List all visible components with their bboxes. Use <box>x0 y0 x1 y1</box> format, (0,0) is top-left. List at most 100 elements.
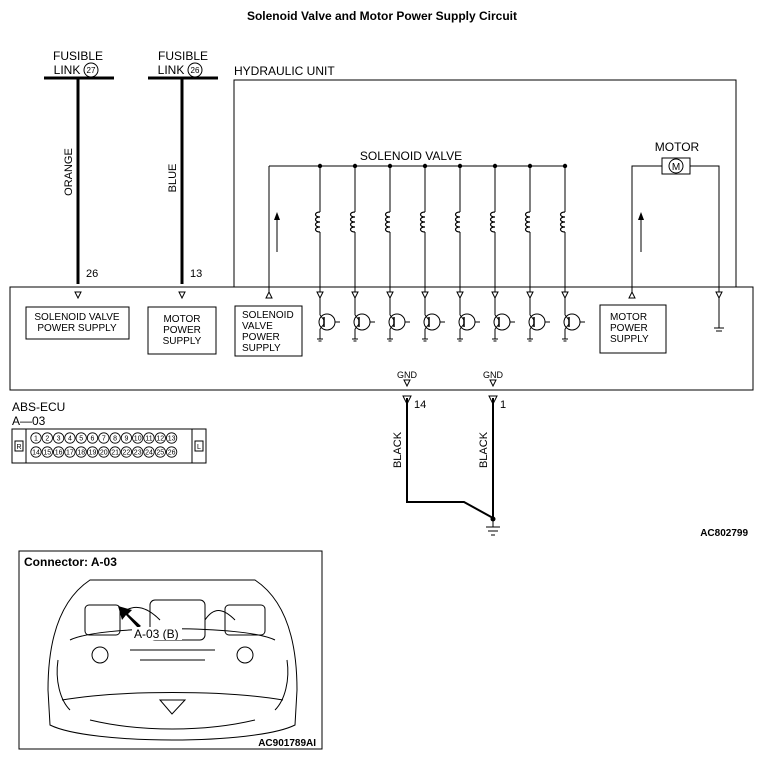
motor-wiring <box>631 165 662 292</box>
connector-pin-number: 2 <box>45 436 49 443</box>
connector-pin <box>64 432 76 444</box>
connector-tag-box <box>14 440 24 452</box>
wire-color-label: BLACK <box>392 431 404 468</box>
transistor-emitter <box>319 323 325 330</box>
solenoid-coil-icon <box>559 211 566 233</box>
connector-pin-number: 9 <box>124 436 128 443</box>
terminal-marker <box>456 291 464 300</box>
solenoid-valve-label: SOLENOID VALVE <box>360 149 462 163</box>
block-line: MOTOR <box>610 312 647 323</box>
connector-pin <box>41 432 53 444</box>
terminal-marker-13 <box>178 291 186 300</box>
connector-pin <box>86 432 99 444</box>
connector-pin <box>166 446 178 458</box>
terminal-marker-motor-return <box>715 291 723 300</box>
transistor-emitter <box>494 323 500 330</box>
terminal-marker <box>421 291 429 300</box>
connector-pin-number: 4 <box>68 436 72 443</box>
transistor-collector <box>424 314 430 321</box>
block-line: POWER SUPPLY <box>37 323 117 334</box>
connector-pin <box>143 432 155 444</box>
splice-point <box>490 516 496 522</box>
arrow-up-icon <box>638 212 644 220</box>
connector-pin-number: 19 <box>89 450 97 457</box>
solenoid-valve-power-supply-out-block <box>234 305 303 357</box>
connector-pin <box>132 446 144 458</box>
ground-wiring: 14 1 BLACK BLACK <box>392 395 506 536</box>
solenoid-coil-icon <box>384 211 391 233</box>
connector-body <box>11 428 207 464</box>
motor-symbol: M <box>672 162 680 173</box>
connector-pin-number: 12 <box>156 436 164 443</box>
abs-ecu-outline <box>9 286 754 391</box>
transistor-emitter <box>389 323 395 330</box>
block-line: SUPPLY <box>610 334 649 345</box>
motor-icon <box>668 158 684 174</box>
connector-pin-number: 24 <box>145 450 153 457</box>
connector-pin <box>154 446 166 458</box>
transistor-collector <box>319 314 325 321</box>
connector-tag-box <box>194 440 204 452</box>
block-line: SUPPLY <box>242 343 281 354</box>
hydraulic-unit-label: HYDRAULIC UNIT <box>234 64 335 78</box>
engine-bay-illustration <box>47 579 298 741</box>
connector-pin-number: 26 <box>168 450 176 457</box>
terminal-number: 1 <box>500 399 506 411</box>
motor-power-supply-out-block <box>599 304 667 354</box>
gnd-label: GND <box>483 370 504 380</box>
connector-pin <box>75 446 87 458</box>
connector-pin <box>75 432 87 444</box>
connector-pin <box>52 446 65 458</box>
terminal-marker-solenoid-out <box>265 290 273 299</box>
block-line: SOLENOID VALVE <box>34 312 120 323</box>
hydraulic-unit: HYDRAULIC UNIT SOLENOID VALVE MOTOR M <box>233 64 737 300</box>
connector-pin <box>41 446 53 458</box>
connector-pin-number: 14 <box>32 450 40 457</box>
connector-pin <box>98 446 110 458</box>
connector-pin <box>30 446 42 458</box>
solenoid-coil-icon <box>314 211 321 233</box>
wire-color-label: BLACK <box>478 431 490 468</box>
connector-pin-number: 6 <box>91 436 95 443</box>
solenoid-valve-power-supply-block <box>25 306 130 340</box>
arrow-up-icon <box>274 212 280 220</box>
block-line: POWER <box>610 323 648 334</box>
fusible-link-label: FUSIBLE <box>53 49 103 63</box>
connector-pin-number: 10 <box>134 436 142 443</box>
terminal-marker <box>561 291 569 300</box>
solenoid-coil-icon <box>419 211 426 233</box>
terminal-number: 26 <box>86 268 98 280</box>
terminal-marker-1 <box>488 395 498 406</box>
connector-pin-number: 11 <box>145 436 152 443</box>
connector-pin <box>120 446 133 458</box>
block-line: SOLENOID <box>242 310 294 321</box>
inset-frame <box>18 550 323 750</box>
connector-pin-number: 16 <box>55 450 63 457</box>
transistor-emitter <box>564 323 570 330</box>
gnd-label: GND <box>397 370 418 380</box>
wire-color-label: BLUE <box>167 164 179 193</box>
connector-pin-number: 22 <box>123 450 131 457</box>
connector-pin-number: 17 <box>66 450 74 457</box>
connector-pin <box>109 432 121 444</box>
terminal-marker <box>316 291 324 300</box>
terminal-marker <box>526 291 534 300</box>
connector-pin-number: 21 <box>111 450 119 457</box>
transistor-collector <box>354 314 360 321</box>
diagram-ref-code: AC802799 <box>700 528 748 539</box>
solenoid-coil-icon <box>349 211 356 233</box>
motor-label: MOTOR <box>655 140 700 154</box>
block-line: SUPPLY <box>163 336 202 347</box>
connector-pin-number: 15 <box>43 450 51 457</box>
transistor-emitter <box>354 323 360 330</box>
connector-pin-number: 1 <box>34 436 38 443</box>
transistor-collector <box>459 314 465 321</box>
diagram-title: Solenoid Valve and Motor Power Supply Ci… <box>247 9 517 23</box>
connector-inner <box>25 428 193 464</box>
fusible-link-label: FUSIBLE <box>158 49 208 63</box>
gnd-marker <box>403 379 411 388</box>
fusible-link-sub: LINK <box>158 63 185 77</box>
connector-pin <box>132 432 144 444</box>
